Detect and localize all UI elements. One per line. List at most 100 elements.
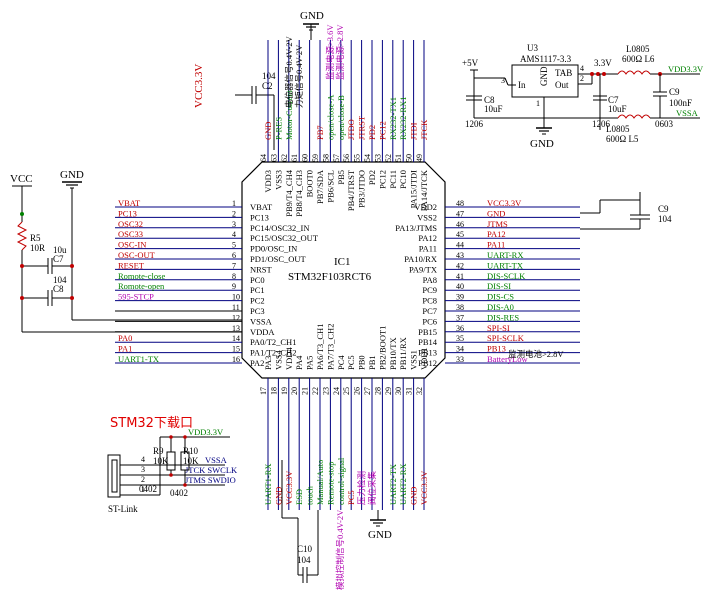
top-pin-name: PB3/JTDO [357,170,367,208]
left-pin-num: 12 [232,313,240,322]
bottom-pin-num: 32 [415,387,424,395]
bottom-pin-num: 30 [394,387,403,395]
top-net-label: JTCK [419,119,429,140]
right-pin-name: PB14 [418,337,438,347]
right-net-label: JTMS [487,219,508,229]
top-cn-1: 电位器信号0.4V-2V [284,35,294,108]
bottom-pin-name: PA7/T3_CH2 [325,324,335,370]
right-pin-num: 39 [456,293,464,302]
c2-val: 104 [262,71,276,81]
right-net-label: SPI-SI [487,323,510,333]
bottom-pin-num: 28 [373,387,382,395]
c8-left-val: 104 [53,275,67,285]
left-pin-name: PC1 [250,285,265,295]
stlink-title: STM32下载口 [110,416,193,431]
left-net-label: PA1 [118,344,132,354]
l5-pkg: L0805 [606,124,630,134]
reg-in: In [518,80,526,90]
c8-power-pkg: 1206 [465,119,484,129]
bottom-pin-name: PB1 [367,355,377,370]
right-net-label: VCC3.3V [487,198,522,208]
power-supply-block: +5V 3 C8 10uF 1206 U3 AMS1117-3.3 In GND… [462,43,704,150]
bottom-pin-num: 31 [405,387,414,395]
right-pin-name: PB12 [418,358,437,368]
right-pin-name: PA12 [418,233,437,243]
l6-pkg: L0805 [626,44,650,54]
stlink-swclk: JTCK SWCLK [185,465,238,475]
bottom-pin-name: PB2/BOOT1 [377,326,387,370]
bottom-pin-name: VDD1 [419,347,429,370]
top-pin-name: VSS3 [273,170,283,190]
right-decoupling: C9 104 [580,192,672,230]
bottom-net-label: control-signal [336,457,346,505]
top-net-label: open/close-B [336,95,346,140]
top-pin-name: PB5 [336,170,346,185]
right-net-label: DIS-SI [487,281,511,291]
right-net-label: UART-TX [487,260,523,270]
stlink-pin3: 3 [141,465,145,474]
bottom-net-label: 阀位采集 [367,470,377,505]
left-pin-num: 6 [232,251,236,260]
right-pin-num: 40 [456,282,464,291]
reg-gnd: GND [539,66,549,86]
top-pin-num: 52 [384,154,393,162]
right-pin-name: PA13/JTMS [395,223,437,233]
bottom-pin-name: VDD4 [284,347,294,370]
reg-tab: TAB [555,68,572,78]
right-pin-name: VSS2 [417,212,437,222]
top-pin-num: 64 [259,154,268,162]
top-net-label: PC12 [377,121,387,140]
right-pin-name: VDD2 [414,202,437,212]
chip-ref: IC1 [334,256,351,268]
left-net-label: 595-STCP [118,292,154,302]
left-pin-name: PC2 [250,296,265,306]
bottom-pin-num: 18 [269,387,278,395]
right-pin-name: PA11 [419,244,437,254]
right-pin-num: 43 [456,251,464,260]
right-pin-num: 47 [456,209,464,218]
right-pin-num: 48 [456,199,464,208]
bottom-net-label: UART2-RX [398,463,408,505]
top-pin-name: PB9/T4_CH4 [284,169,294,217]
top-pin-num: 55 [353,154,362,162]
top-net-label: RX232-RX1 [398,97,408,140]
c7-power-ref: C7 [608,95,619,105]
top-net-label: open/close-A [325,94,335,140]
bottom-pin-num: 17 [259,387,268,395]
top-decoupling: VCC3.3V 104 C2 GND [193,10,324,150]
left-net-label: Romote-open [118,281,165,291]
left-pin-num: 10 [232,293,240,302]
bottom-pin-name: PB0 [357,355,367,370]
left-pin-name: VDDA [250,327,275,337]
reg-out: Out [555,80,569,90]
top-pin-name: PA14/JTCK [419,169,429,211]
mcu-chip: IC1 STM32F103RCT6 [241,161,446,379]
left-gnd-label: GND [60,169,84,181]
right-net-label: UART-RX [487,250,524,260]
left-pin-num: 15 [232,345,240,354]
bottom-net-label: PC5 [346,490,356,505]
v33-label: 3.3V [594,58,612,68]
left-pin-name: VSSA [250,316,273,326]
left-net-label: PA0 [118,333,132,343]
vcc33-top: VCC3.3V [193,64,205,108]
bottom-net-label: touch [305,485,315,505]
right-pin-name: PC8 [422,296,437,306]
right-net-label: PB13 [487,344,506,354]
bottom-pin-name: PC5 [346,355,356,370]
top-pin-num: 62 [280,154,289,162]
stlink-pin4: 4 [141,455,145,464]
top-net-label: JTDO [346,119,356,140]
bottom-pin-num: 24 [332,387,341,395]
bottom-pin-num: 27 [363,387,372,395]
right-pin-num: 44 [456,241,464,250]
left-net-label: PC13 [118,208,137,218]
top-net-label: PB7 [315,125,325,140]
top-cn-4: 监测电源>2.8V [335,24,345,80]
bottom-net-label: ESD [294,489,304,505]
left-pin-name: PC13 [250,212,269,222]
reg-pin1: 1 [536,99,540,108]
left-pin-name: PC14/OSC32_IN [250,223,310,233]
right-pin-num: 38 [456,303,464,312]
